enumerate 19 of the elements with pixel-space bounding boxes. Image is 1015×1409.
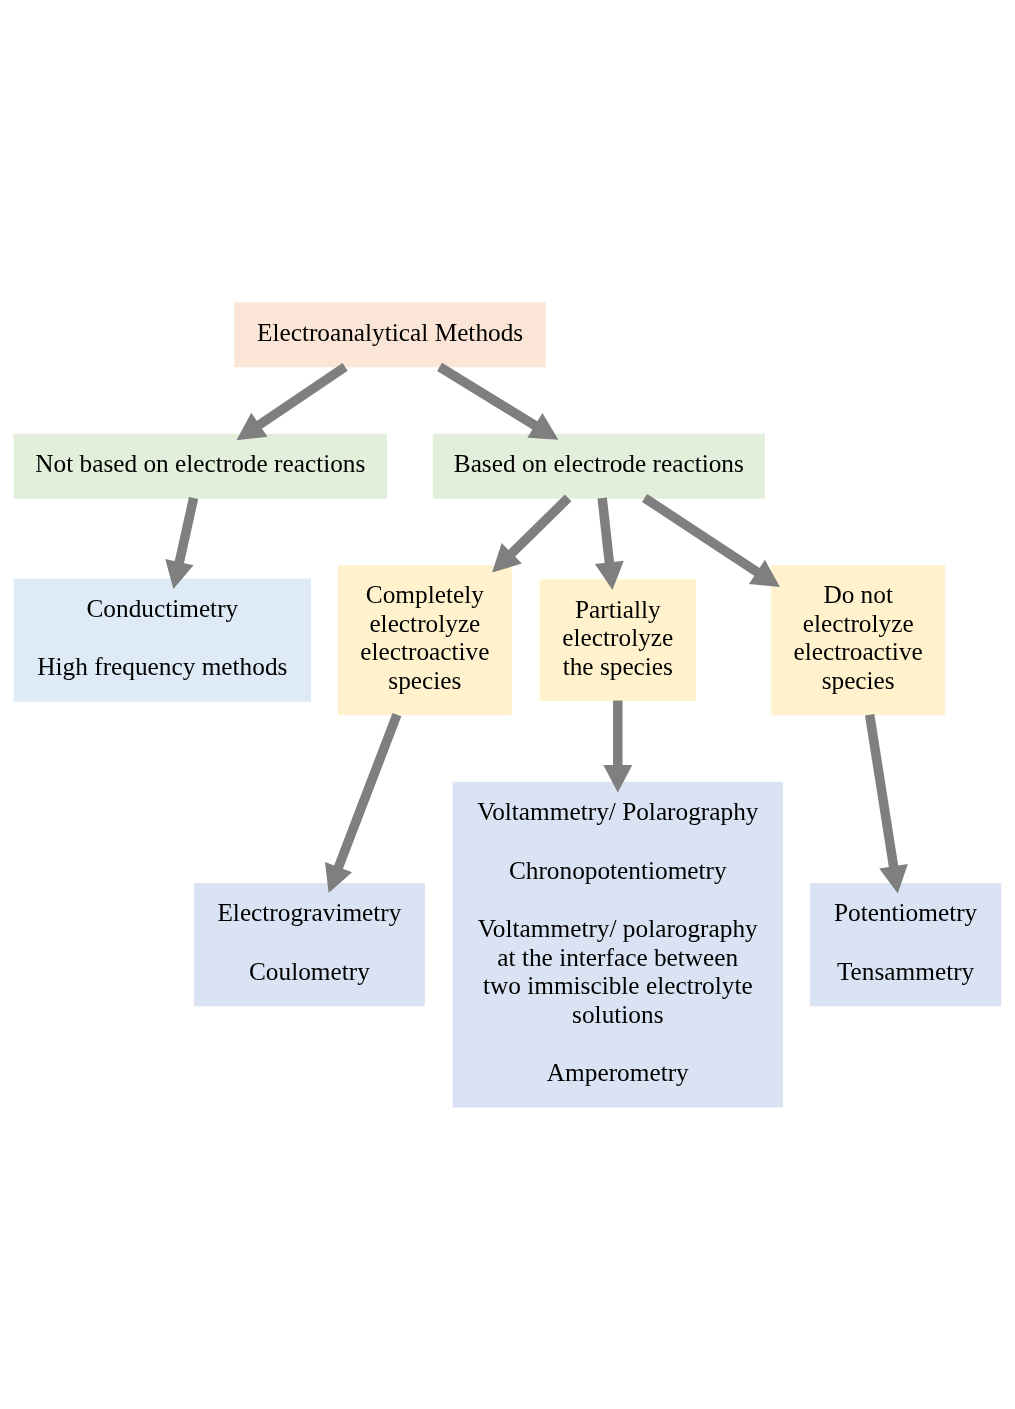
node-box: Electroanalytical Methods [234, 302, 546, 367]
node-box: Partially electrolyze the species [539, 578, 697, 701]
arrow [492, 494, 572, 573]
node-box: Completely electrolyze electroactive species [337, 564, 512, 715]
node-box: Based on electrode reactions [432, 433, 765, 499]
arrow [594, 496, 624, 590]
arrow [603, 700, 633, 793]
arrow [236, 362, 348, 440]
arrow [165, 496, 199, 589]
arrow [324, 712, 402, 893]
node-box: Not based on electrode reactions [13, 433, 387, 499]
arrow [864, 713, 908, 893]
node-box: Conductimetry High frequency methods [13, 578, 311, 702]
arrow [642, 493, 780, 587]
node-box: Potentiometry Tensammetry [809, 882, 1002, 1006]
node-box: Voltammetry/ Polarography Chronopotentiometry Voltammetry/ polarography at the interface between two immiscible electrolyte solutions Amperometry [452, 781, 784, 1107]
arrow [437, 362, 559, 440]
node-box: Do not electrolyze electroactive species [771, 564, 946, 715]
node-box: Electrogravimetry Coulometry [194, 882, 425, 1006]
